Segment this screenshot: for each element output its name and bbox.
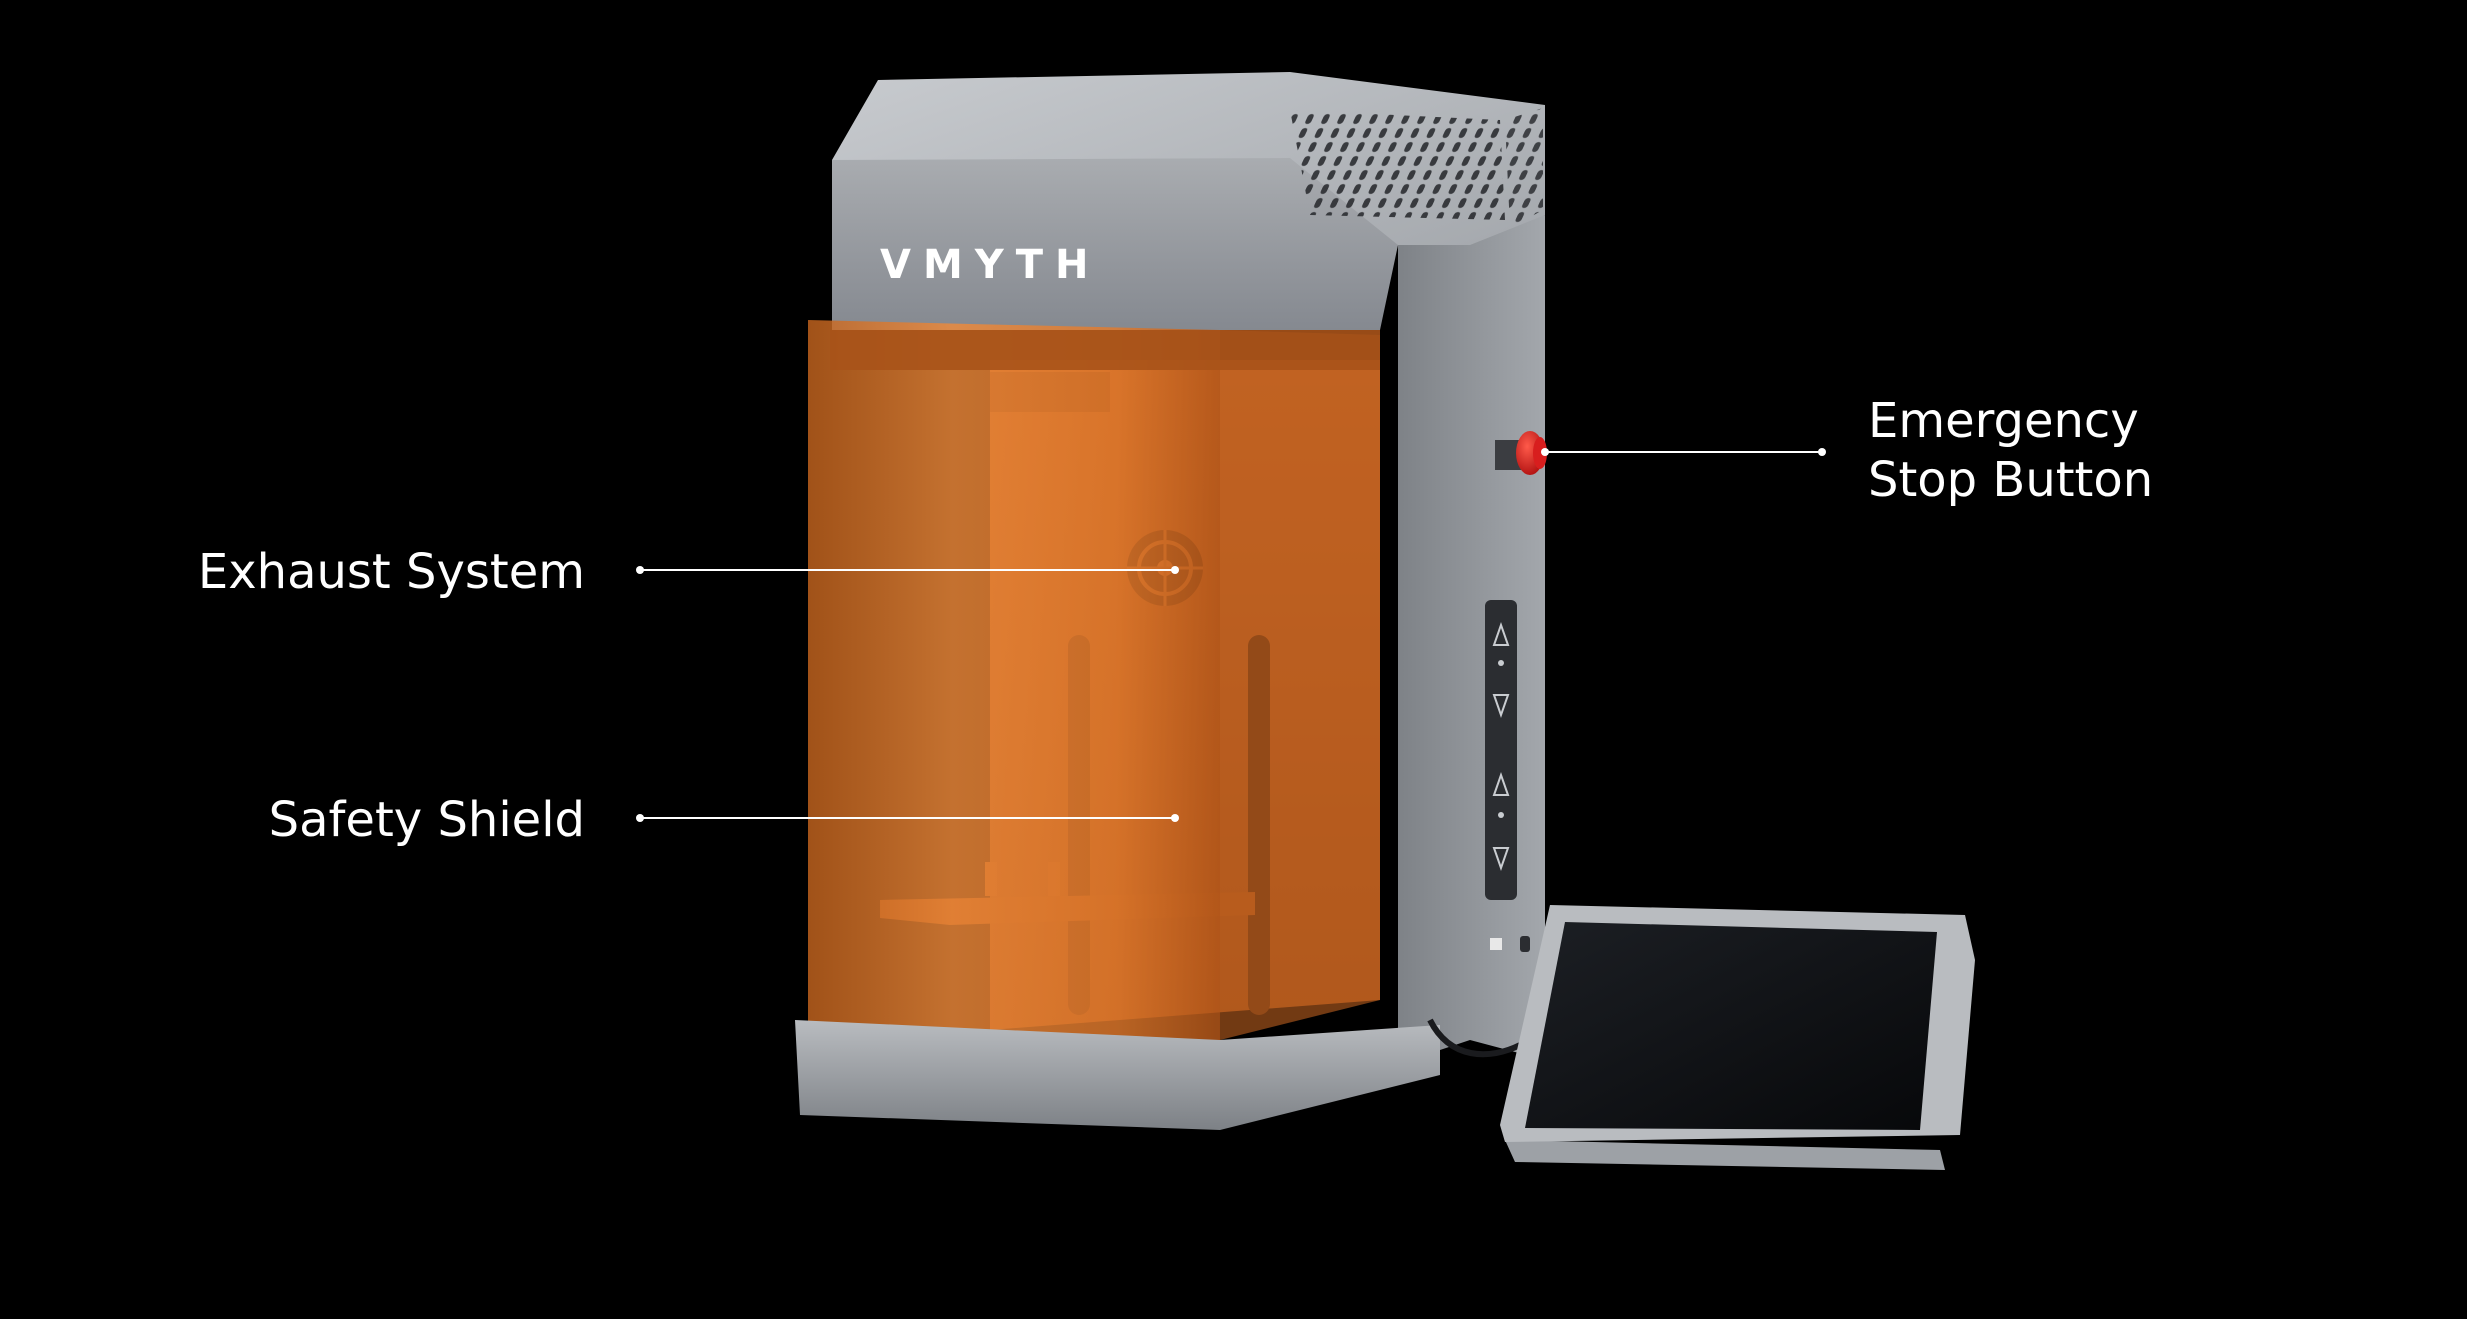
vent-grille [1290,110,1505,220]
callout-shield-label: Safety Shield [269,792,585,848]
callout-shield: Safety Shield [269,792,1179,848]
laser-machine: VMYTH [795,72,1547,1130]
tablet-stand [1505,1140,1945,1170]
brand-logo: VMYTH [880,242,1101,288]
tablet-screen [1525,922,1937,1130]
touchscreen-tablet [1500,905,1975,1170]
machine-base [795,1020,1440,1130]
side-vent-grille [1505,108,1543,228]
usb-port [1490,938,1502,950]
callout-exhaust-label: Exhaust System [198,544,585,600]
safety-shield-side [1220,330,1380,1040]
callout-estop-label-line1: Emergency [1868,393,2139,449]
shield-top-rim [830,330,1380,370]
callout-estop-label-line2: Stop Button [1868,452,2153,508]
emergency-stop-button [1495,431,1547,475]
tablet-cable [1427,1018,1522,1058]
side-panel [1398,215,1545,1060]
power-port [1520,936,1530,952]
safety-shield [808,320,1220,1045]
callout-exhaust: Exhaust System [198,544,1179,600]
callout-estop: Emergency Stop Button [1541,393,2153,508]
side-control-strip [1485,600,1517,900]
top-front-face [832,158,1398,330]
